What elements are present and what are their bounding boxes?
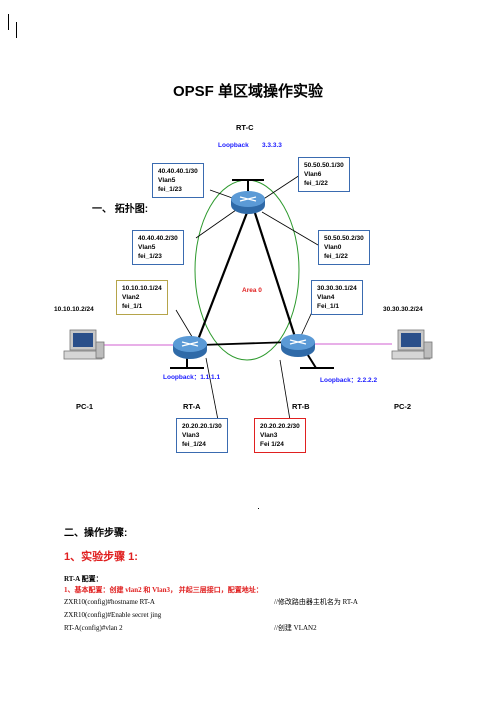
- rt-a-label: RT-A: [183, 402, 201, 411]
- config-line-1: ZXR10(config)#hostname RT-A//修改路由器主机名为 R…: [64, 598, 358, 606]
- box-b-up: 50.50.50.2/30 Vlan0 fei_1/22: [318, 230, 370, 265]
- box-b-pc: 30.30.30.1/24 Vlan4 Fei_1/1: [311, 280, 363, 315]
- page-title: OPSF 单区域操作实验: [172, 83, 323, 100]
- pc-2-icon: [391, 329, 433, 360]
- small-dot: [258, 508, 259, 509]
- rt-c-loopback-ip: 3.3.3.3: [262, 142, 282, 149]
- router-rt-a-icon: [173, 336, 207, 359]
- router-rt-c-icon: [231, 191, 265, 214]
- rt-c-loopback-label: Loopback: [218, 142, 249, 149]
- step-1-heading: 1、实验步骤 1:: [64, 551, 138, 563]
- pc-1-ip: 10.10.10.2/24: [54, 306, 94, 313]
- box-c-left: 40.40.40.1/30 Vlan5 fei_1/23: [152, 163, 204, 198]
- corner-mark-1: [8, 14, 9, 30]
- config-line-3: RT-A(config)#vlan 2//创建 VLAN2: [64, 624, 317, 632]
- box-a-pc: 10.10.10.1/24 Vlan2 fei_1/1: [116, 280, 168, 315]
- area-label: Area 0: [242, 287, 262, 294]
- corner-mark-2: [16, 22, 17, 38]
- box-b-down: 20.20.20.2/30 Vlan3 Fei 1/24: [254, 418, 306, 453]
- link-a-b: [199, 341, 293, 346]
- config-basic: 1、基本配置：创建 vlan2 和 Vlan3， 并起三层接口，配置地址：: [64, 586, 263, 594]
- rt-c-label: RT-C: [236, 123, 254, 132]
- config-heading: RT-A 配置：: [64, 575, 103, 583]
- link-a-c: [194, 209, 250, 346]
- box-c-right: 50.50.50.1/30 Vlan6 fei_1/22: [298, 157, 350, 192]
- box-a-up: 40.40.40.2/30 Vlan5 fei_1/23: [132, 230, 184, 265]
- pc-2-ip: 30.30.30.2/24: [383, 306, 423, 313]
- pc-2-label: PC-2: [394, 402, 412, 411]
- rt-b-loopback: Loopback：2.2.2.2: [320, 377, 378, 384]
- pc-1-label: PC-1: [76, 402, 94, 411]
- link-c-b: [252, 209, 298, 341]
- pc-1-icon: [63, 329, 105, 360]
- section-topology: 一、 拓扑图:: [92, 204, 149, 215]
- rt-a-loopback: Loopback：1.1.1.1: [163, 374, 221, 381]
- rt-b-label: RT-B: [292, 402, 310, 411]
- section-steps: 二、操作步骤:: [64, 528, 128, 539]
- box-a-down: 20.20.20.1/30 Vlan3 fei_1/24: [176, 418, 228, 453]
- config-line-2: ZXR10(config)#Enable secret jing: [64, 611, 162, 619]
- router-rt-b-icon: [281, 334, 315, 357]
